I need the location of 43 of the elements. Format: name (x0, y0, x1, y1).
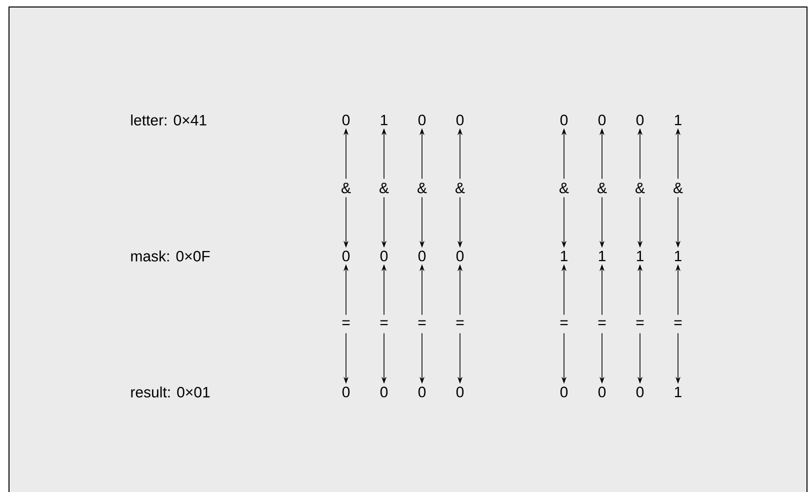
bit-digit: 1 (674, 386, 682, 398)
operator-symbol: & (418, 182, 427, 194)
operator-symbol: = (380, 320, 388, 326)
operator-symbol: = (636, 320, 644, 326)
bit-digit: 1 (560, 250, 568, 262)
bit-digit: 1 (674, 114, 682, 126)
operator-symbol: & (674, 182, 683, 194)
bit-digit: 0 (418, 114, 426, 126)
bit-digit: 0 (636, 386, 644, 398)
bit-digit: 0 (456, 250, 464, 262)
bit-digit: 0 (342, 114, 350, 126)
bit-digit: 0 (598, 386, 606, 398)
operator-symbol: & (598, 182, 607, 194)
bit-digit: 0 (456, 114, 464, 126)
bit-digit: 0 (418, 250, 426, 262)
row-label: mask: 0×0F (131, 250, 210, 262)
operator-symbol: = (560, 320, 568, 326)
bit-digit: 1 (636, 250, 644, 262)
operator-symbol: & (560, 182, 569, 194)
operator-symbol: = (456, 320, 464, 326)
bit-digit: 0 (560, 114, 568, 126)
bit-digit: 0 (380, 250, 388, 262)
row-label: letter: 0×41 (131, 114, 206, 126)
bit-digit: 0 (342, 250, 350, 262)
operator-symbol: = (674, 320, 682, 326)
operator-symbol: = (598, 320, 606, 326)
operator-symbol: & (456, 182, 465, 194)
bit-digit: 0 (380, 386, 388, 398)
operator-symbol: & (636, 182, 645, 194)
bit-digit: 1 (380, 114, 388, 126)
bit-digit: 1 (598, 250, 606, 262)
operator-symbol: = (418, 320, 426, 326)
bit-digit: 0 (560, 386, 568, 398)
bit-digit: 0 (456, 386, 464, 398)
bit-digit: 0 (636, 114, 644, 126)
operator-symbol: = (342, 320, 350, 326)
bit-digit: 0 (418, 386, 426, 398)
row-label: result: 0×01 (131, 386, 210, 398)
bit-digit: 1 (674, 250, 682, 262)
bit-digit: 0 (598, 114, 606, 126)
operator-symbol: & (342, 182, 351, 194)
bit-digit: 0 (342, 386, 350, 398)
operator-symbol: & (380, 182, 389, 194)
